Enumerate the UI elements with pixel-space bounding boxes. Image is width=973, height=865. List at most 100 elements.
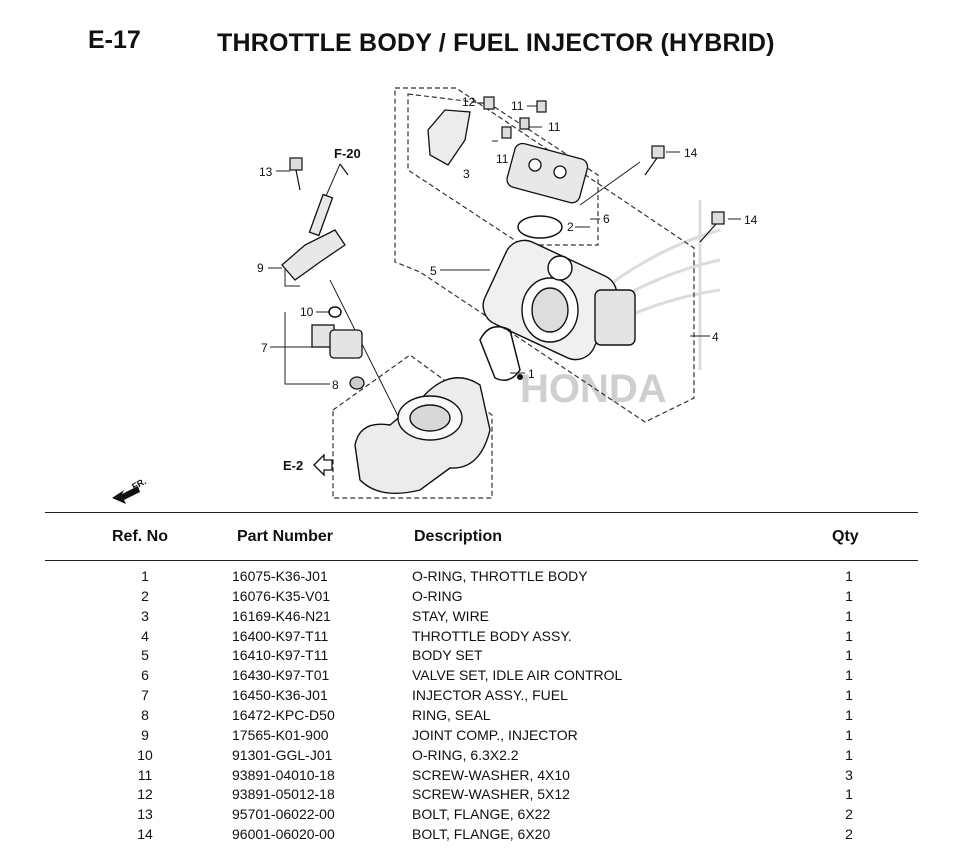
ref-no-cell: 11 bbox=[137, 766, 153, 783]
ref-no-cell: 3 bbox=[141, 607, 149, 624]
section-ref-e2: E-2 bbox=[283, 458, 303, 473]
table-row: 13 95701-06022-00 BOLT, FLANGE, 6X22 2 bbox=[0, 806, 973, 826]
ref-label-1: 1 bbox=[528, 367, 535, 381]
f20-arrow-icon bbox=[339, 163, 349, 176]
qty-cell: 1 bbox=[845, 587, 853, 604]
idle-air-control-valve bbox=[506, 142, 589, 204]
qty-cell: 3 bbox=[845, 766, 853, 783]
ref-label-2: 2 bbox=[567, 220, 574, 234]
part-number-cell: 16410-K97-T11 bbox=[232, 647, 329, 664]
column-header-part-number: Part Number bbox=[237, 528, 334, 545]
section-ref-f20: F-20 bbox=[334, 146, 361, 161]
description-cell: O-RING bbox=[412, 587, 463, 604]
ref-no-cell: 14 bbox=[137, 826, 153, 843]
ref-label-6: 6 bbox=[603, 212, 610, 226]
table-row: 3 16169-K46-N21 STAY, WIRE 1 bbox=[0, 608, 973, 628]
table-row: 6 16430-K97-T01 VALVE SET, IDLE AIR CONTRO… bbox=[0, 667, 973, 687]
ref-no-cell: 9 bbox=[141, 726, 149, 743]
stay-wire bbox=[427, 109, 471, 166]
description-cell: INJECTOR ASSY., FUEL bbox=[412, 687, 568, 704]
qty-cell: 1 bbox=[845, 667, 853, 684]
ref-label-14b: 14 bbox=[744, 213, 758, 227]
part-number-cell: 16076-K35-V01 bbox=[232, 587, 331, 604]
intake-manifold bbox=[354, 377, 491, 495]
qty-cell: 1 bbox=[845, 687, 853, 704]
exploded-parts-diagram: HONDA bbox=[112, 87, 758, 504]
description-cell: BODY SET bbox=[412, 647, 483, 664]
ref-no-cell: 8 bbox=[141, 706, 149, 723]
ref-no-cell: 6 bbox=[141, 667, 149, 684]
part-number-cell: 93891-05012-18 bbox=[232, 786, 335, 803]
qty-cell: 2 bbox=[845, 806, 853, 823]
table-row: 2 16076-K35-V01 O-RING 1 bbox=[0, 588, 973, 608]
part-number-cell: 96001-06020-00 bbox=[232, 826, 335, 843]
throttle-body-assy bbox=[482, 239, 636, 361]
ref-no-cell: 4 bbox=[141, 627, 149, 644]
ref-no-cell: 13 bbox=[137, 806, 153, 823]
qty-cell: 1 bbox=[845, 647, 853, 664]
qty-cell: 1 bbox=[845, 568, 853, 584]
ref-label-11b: 11 bbox=[548, 120, 561, 134]
ref-label-12: 12 bbox=[462, 95, 476, 109]
seal-ring bbox=[349, 376, 365, 390]
part-number-cell: 16400-K97-T11 bbox=[232, 627, 329, 644]
part-number-cell: 16472-KPC-D50 bbox=[232, 706, 335, 723]
o-ring-2 bbox=[517, 215, 563, 239]
table-top-rule bbox=[45, 512, 918, 513]
qty-cell: 1 bbox=[845, 786, 853, 803]
description-cell: O-RING, 6.3X2.2 bbox=[412, 746, 519, 763]
table-row: 8 16472-KPC-D50 RING, SEAL 1 bbox=[0, 707, 973, 727]
ref-label-10: 10 bbox=[300, 305, 314, 319]
ref-label-11c: 11 bbox=[496, 152, 509, 166]
fuel-injector bbox=[311, 324, 363, 359]
flange-bolt-13 bbox=[289, 157, 303, 191]
table-row: 5 16410-K97-T11 BODY SET 1 bbox=[0, 647, 973, 667]
ref-no-cell: 10 bbox=[137, 746, 153, 763]
description-cell: VALVE SET, IDLE AIR CONTROL bbox=[412, 667, 623, 684]
part-number-cell: 17565-K01-900 bbox=[232, 726, 329, 743]
qty-cell: 1 bbox=[845, 706, 853, 723]
column-header-description: Description bbox=[414, 528, 503, 545]
o-ring-10 bbox=[328, 306, 342, 318]
o-ring-throttle-body bbox=[479, 325, 523, 381]
description-cell: SCREW-WASHER, 5X12 bbox=[412, 786, 570, 803]
description-cell: BOLT, FLANGE, 6X22 bbox=[412, 806, 551, 823]
description-cell: O-RING, THROTTLE BODY bbox=[412, 568, 588, 584]
ref-label-9: 9 bbox=[257, 261, 264, 275]
part-number-cell: 16075-K36-J01 bbox=[232, 568, 328, 584]
table-row: 10 91301-GGL-J01 O-RING, 6.3X2.2 1 bbox=[0, 747, 973, 767]
ref-label-8: 8 bbox=[332, 378, 339, 392]
description-cell: BOLT, FLANGE, 6X20 bbox=[412, 826, 551, 843]
qty-cell: 1 bbox=[845, 746, 853, 763]
honda-watermark: HONDA bbox=[520, 367, 667, 411]
part-number-cell: 16450-K36-J01 bbox=[232, 687, 328, 704]
front-arrow-icon bbox=[112, 486, 140, 504]
column-header-ref: Ref. No bbox=[112, 528, 168, 545]
ref-label-5: 5 bbox=[430, 264, 437, 278]
qty-cell: 1 bbox=[845, 627, 853, 644]
column-header-qty: Qty bbox=[832, 528, 859, 545]
ref-label-14a: 14 bbox=[684, 146, 698, 160]
ref-label-4: 4 bbox=[712, 330, 719, 344]
table-row: 14 96001-06020-00 BOLT, FLANGE, 6X20 2 bbox=[0, 826, 973, 846]
part-number-cell: 93891-04010-18 bbox=[232, 766, 335, 783]
qty-cell: 1 bbox=[845, 607, 853, 624]
ref-no-cell: 5 bbox=[141, 647, 149, 664]
e2-arrow-icon bbox=[313, 453, 333, 477]
ref-no-cell: 2 bbox=[141, 587, 149, 604]
ref-label-3: 3 bbox=[463, 167, 470, 181]
flange-bolts bbox=[644, 145, 725, 243]
part-number-cell: 95701-06022-00 bbox=[232, 806, 335, 823]
part-number-cell: 16430-K97-T01 bbox=[232, 667, 330, 684]
part-number-cell: 91301-GGL-J01 bbox=[232, 746, 333, 763]
qty-cell: 2 bbox=[845, 826, 853, 843]
part-number-cell: 16169-K46-N21 bbox=[232, 607, 331, 624]
page-title: THROTTLE BODY / FUEL INJECTOR (HYBRID) bbox=[217, 29, 775, 57]
description-cell: RING, SEAL bbox=[412, 706, 491, 723]
description-cell: STAY, WIRE bbox=[412, 607, 490, 624]
description-cell: THROTTLE BODY ASSY. bbox=[412, 627, 572, 644]
